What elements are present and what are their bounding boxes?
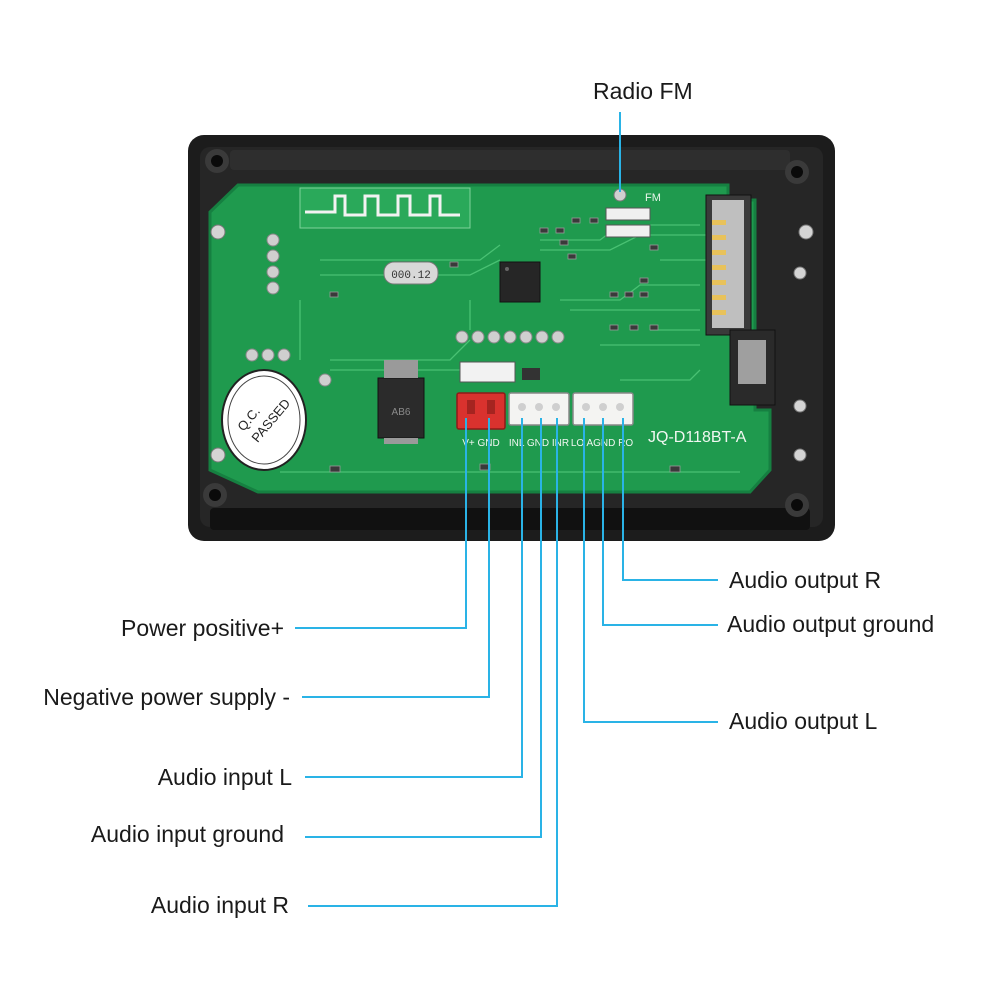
leader-audio-output-r [622,418,718,581]
label-power-positive: Power positive+ [121,615,284,641]
label-audio-output-l: Audio output L [729,708,878,734]
power-connector [456,392,506,430]
audio-output-connector [572,392,634,426]
fm-silk: FM [645,192,661,204]
label-radio-fm: Radio FM [593,78,693,104]
leader-audio-output-ground [602,418,718,626]
regulator-marking: AB6 [392,407,411,418]
leader-audio-input-ground [305,418,542,838]
crystal-marking: 000.12 [391,270,431,282]
leader-audio-output-l [583,418,718,723]
audio-input-connector [508,392,570,426]
leader-audio-input-l [305,418,523,778]
model-silk: JQ-D118BT-A [648,429,747,446]
frame-screw-holes [203,149,809,517]
label-negative-power: Negative power supply - [43,684,290,710]
label-audio-input-r: Audio input R [150,892,289,918]
input-connector-silk: INL GND INR [509,438,569,449]
leader-audio-input-r [308,418,558,907]
leader-power-positive [295,418,467,629]
leader-negative-power [302,418,490,698]
power-connector-silk: V+ GND [462,438,500,449]
leader-lines [295,112,718,907]
label-audio-input-l: Audio input L [157,764,292,790]
label-audio-output-r: Audio output R [729,567,882,593]
label-audio-output-ground: Audio output ground [727,611,935,637]
label-audio-input-ground: Audio input ground [90,821,284,847]
